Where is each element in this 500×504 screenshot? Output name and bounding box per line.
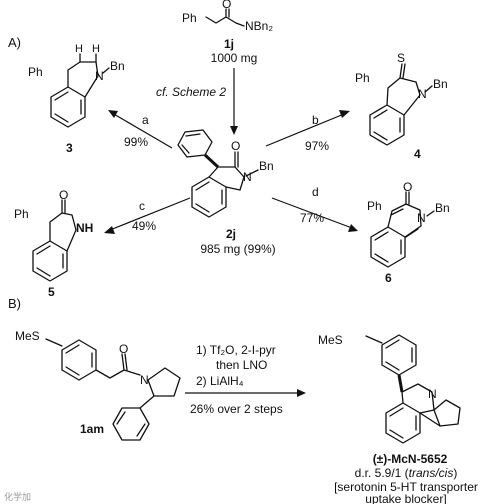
compound-1j-label: 1j — [224, 37, 234, 51]
compound-5-nh: NH — [76, 221, 93, 235]
arrow-a-yield: 99% — [124, 135, 148, 149]
compound-6-nitrogen: N — [417, 211, 426, 225]
compound-1j-oxygen: O — [222, 0, 231, 11]
compound-6-ph: Ph — [367, 199, 382, 213]
compound-1am-oxygen: O — [119, 342, 128, 356]
compound-4-label: 4 — [414, 147, 421, 161]
compound-3-nitrogen: N — [95, 69, 104, 83]
compound-5-label: 5 — [48, 285, 55, 299]
arrow-d — [271, 197, 353, 229]
compound-3-bn: Bn — [110, 59, 125, 73]
compound-1j-ph: Ph — [182, 11, 197, 25]
product-nitrogen: N — [428, 387, 437, 401]
arrow-c-letter: c — [139, 199, 145, 213]
compound-4-sulfur: S — [397, 51, 405, 65]
arrow-d-yield: 77% — [300, 211, 324, 225]
product-dr: d.r. 5.9/1 (trans/cis) — [355, 466, 458, 480]
compound-5-oxygen: O — [59, 188, 68, 202]
conditions-line-3: 2) LiAlH₄ — [196, 374, 244, 388]
conditions-line-1: 1) Tf₂O, 2-I-pyr — [196, 343, 276, 357]
watermark-logo: 化学加 — [4, 491, 31, 502]
arrow-a — [111, 112, 173, 149]
compound-4-nitrogen: N — [418, 87, 427, 101]
compound-3-label: 3 — [66, 141, 73, 155]
compound-6-label: 6 — [385, 271, 392, 285]
compound-1am-mes: MeS — [15, 329, 40, 343]
compound-6-oxygen: O — [403, 180, 412, 194]
compound-5-structure — [32, 199, 77, 282]
compound-1am-nitrogen: N — [140, 373, 149, 387]
arrow-b-letter: b — [312, 113, 319, 127]
compound-2j-mass: 985 mg (99%) — [200, 242, 275, 256]
compound-1j-structure — [205, 8, 245, 27]
compound-2j-nitrogen: N — [243, 170, 252, 184]
arrow-c-yield: 49% — [132, 219, 156, 233]
arrow-a-letter: a — [142, 113, 149, 127]
compound-3-h2: H — [92, 43, 100, 55]
compound-1j-nbn2: NBn₂ — [245, 19, 273, 33]
compound-3-h1: H — [75, 43, 83, 55]
compound-4-structure — [369, 63, 433, 146]
compound-1am-structure — [45, 338, 181, 441]
product-note-2: uptake blocker] — [365, 492, 446, 504]
arrow-b-yield: 97% — [305, 139, 329, 153]
main-arrow-note: cf. Scheme 2 — [156, 85, 226, 99]
compound-5-ph: Ph — [14, 207, 29, 221]
product-mes: MeS — [318, 333, 343, 347]
arrow-c — [109, 197, 191, 231]
section-a-label: A) — [8, 35, 21, 50]
compound-2j-oxygen: O — [231, 139, 240, 153]
product-note-1: [serotonin 5-HT transporter — [334, 480, 478, 494]
conditions-line-2: then LNO — [216, 358, 267, 372]
compound-4-bn: Bn — [433, 77, 448, 91]
arrow-d-letter: d — [312, 185, 319, 199]
compound-1j-mass: 1000 mg — [211, 51, 258, 65]
compound-1am-label: 1am — [80, 422, 104, 436]
arrow-b — [265, 113, 345, 147]
compound-2j-structure — [177, 129, 259, 218]
compound-4-ph: Ph — [355, 71, 370, 85]
section-b-label: B) — [8, 296, 21, 311]
compound-2j-bn: Bn — [259, 159, 274, 173]
compound-3-structure — [50, 53, 110, 128]
conditions-yield: 26% over 2 steps — [190, 402, 283, 416]
product-name: (±)-McN-5652 — [373, 452, 448, 466]
compound-6-bn: Bn — [435, 201, 450, 215]
compound-6-structure — [370, 191, 435, 268]
compound-3-ph: Ph — [28, 65, 43, 79]
product-structure — [365, 334, 461, 444]
compound-2j-label: 2j — [226, 227, 236, 241]
